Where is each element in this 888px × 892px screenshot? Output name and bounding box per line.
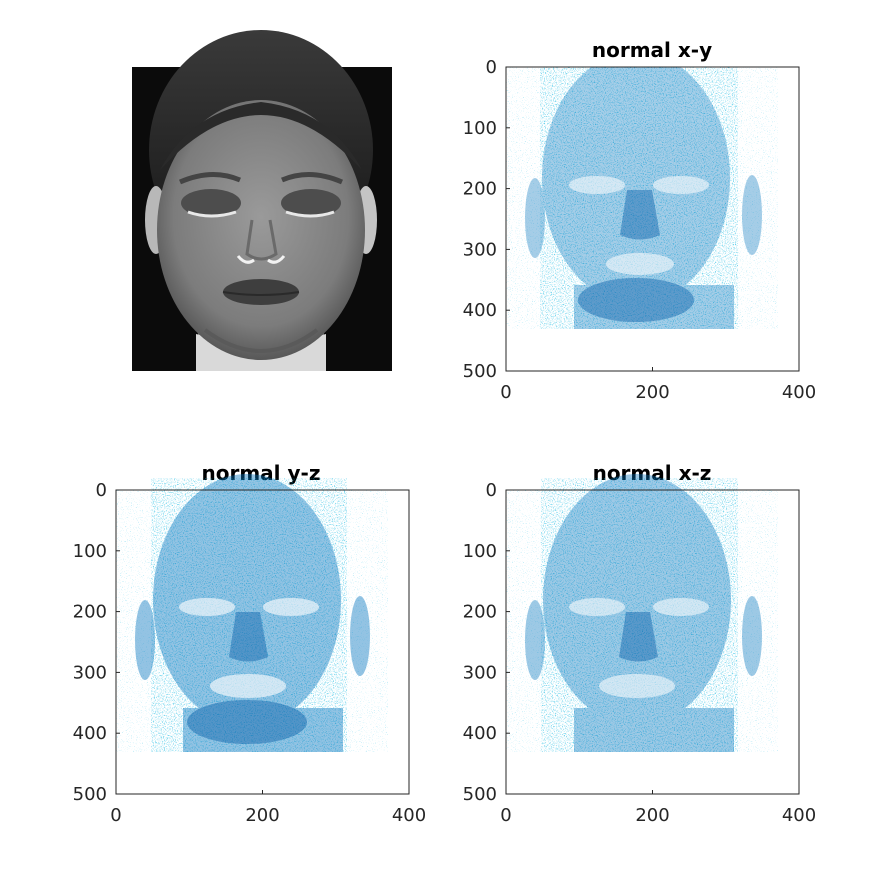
panel-albedo: albedo <box>132 30 392 371</box>
y-tick-label: 200 <box>73 602 107 623</box>
x-tick-label: 0 <box>110 805 121 826</box>
scatter-points <box>506 67 778 329</box>
y-tick-label: 500 <box>73 784 107 805</box>
axes-3: 0 200 400 0 100 200 300 400 500 <box>463 480 817 826</box>
scatter-points <box>116 474 388 752</box>
x-tick-label: 200 <box>635 382 669 403</box>
x-tick-label: 0 <box>500 382 511 403</box>
x-tick-label: 200 <box>245 805 279 826</box>
panel-normal-y-z: normal y-z <box>116 461 388 752</box>
y-tick-label: 300 <box>73 662 107 683</box>
y-tick-label: 0 <box>96 480 107 501</box>
y-tick-label: 300 <box>463 239 497 260</box>
axes-2: 0 200 400 0 100 200 300 400 500 <box>73 480 427 826</box>
x-tick-label: 200 <box>635 805 669 826</box>
y-tick-label: 400 <box>73 723 107 744</box>
panel-normal-x-y: normal x-y <box>506 38 778 329</box>
x-tick-label: 400 <box>782 805 816 826</box>
y-tick-label: 0 <box>486 480 497 501</box>
y-tick-label: 0 <box>486 57 497 78</box>
y-tick-label: 400 <box>463 300 497 321</box>
panel-title: normal x-y <box>592 38 712 62</box>
y-tick-label: 200 <box>463 179 497 200</box>
scatter-points <box>506 474 778 752</box>
albedo-image <box>132 30 392 371</box>
x-tick-label: 400 <box>392 805 426 826</box>
y-tick-label: 500 <box>463 784 497 805</box>
y-tick-label: 100 <box>463 541 497 562</box>
x-tick-label: 0 <box>500 805 511 826</box>
y-tick-label: 400 <box>463 723 497 744</box>
y-tick-label: 100 <box>463 118 497 139</box>
x-tick-label: 400 <box>782 382 816 403</box>
panel-normal-x-z: normal x-z <box>506 461 778 752</box>
y-tick-label: 300 <box>463 662 497 683</box>
y-tick-label: 100 <box>73 541 107 562</box>
axes-1: 0 200 400 0 100 200 300 400 500 <box>463 57 817 403</box>
y-tick-label: 500 <box>463 361 497 382</box>
y-tick-label: 200 <box>463 602 497 623</box>
